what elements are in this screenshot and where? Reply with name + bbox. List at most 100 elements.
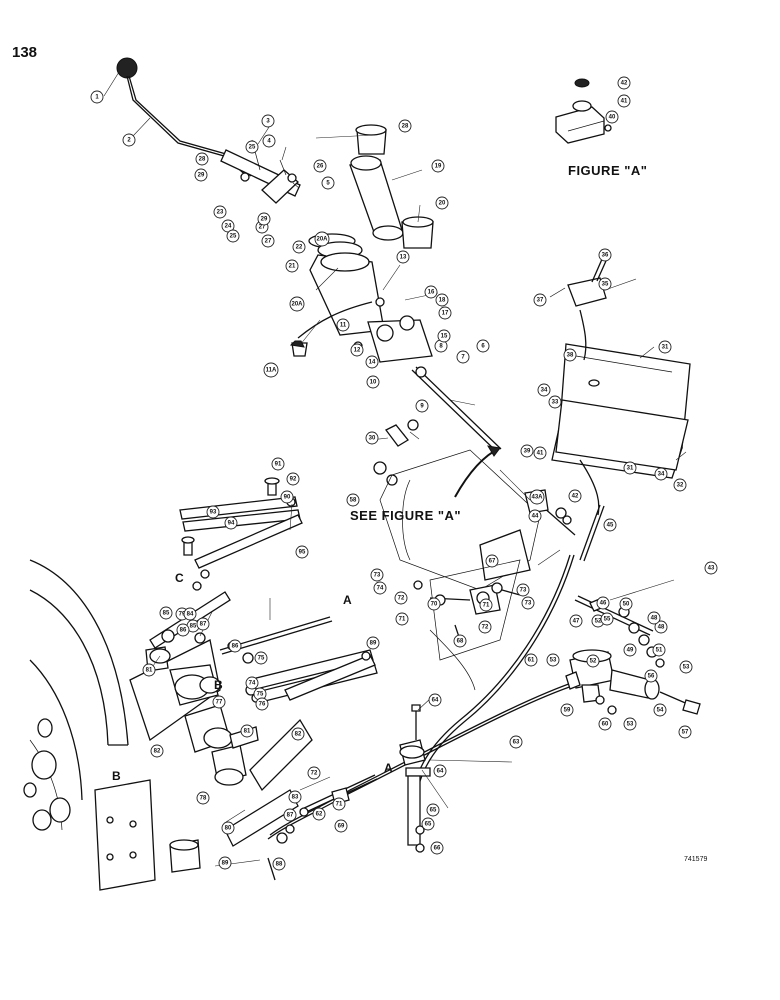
callout-number: 52	[590, 659, 597, 665]
callout-number: 38	[567, 353, 574, 359]
callout-number: 30	[369, 436, 376, 442]
callout-87: 87	[196, 617, 210, 631]
callout-95: 95	[295, 545, 309, 559]
callout-93: 93	[206, 505, 220, 519]
callout-number: 40	[609, 115, 616, 121]
ref-letter-a-lower: A	[384, 761, 393, 775]
callout-circle	[533, 293, 547, 307]
callout-73: 73	[521, 596, 535, 610]
callout-circle	[520, 444, 534, 458]
callout-number: 66	[434, 846, 441, 852]
callout-number: 35	[602, 282, 609, 288]
callout-number: 71	[483, 603, 490, 609]
callout-number: 42	[572, 494, 579, 500]
callout-33: 33	[548, 395, 562, 409]
callout-82: 82	[291, 727, 305, 741]
callout-number: 95	[299, 550, 306, 556]
callout-number: 34	[541, 388, 548, 394]
callout-35: 35	[598, 277, 612, 291]
callout-36: 36	[598, 248, 612, 262]
callout-circle	[619, 597, 633, 611]
callout-circle	[122, 133, 136, 147]
callout-29: 29	[194, 168, 208, 182]
callout-number: 33	[552, 400, 559, 406]
callout-circle	[213, 205, 227, 219]
callout-number: 15	[441, 334, 448, 340]
callout-11a: 11A	[263, 362, 279, 378]
callout-number: 65	[425, 822, 432, 828]
callout-number: 77	[216, 700, 223, 706]
callout-number: 6	[481, 344, 485, 350]
callout-58: 58	[346, 493, 360, 507]
callout-circle	[245, 676, 259, 690]
callout-number: 2	[127, 138, 131, 144]
callout-66: 66	[430, 841, 444, 855]
callout-number: 42	[621, 81, 628, 87]
callout-44: 44	[528, 509, 542, 523]
callout-circle	[271, 457, 285, 471]
callout-68: 68	[453, 634, 467, 648]
callout-circle	[430, 841, 444, 855]
callout-31: 31	[658, 340, 672, 354]
callout-circle	[569, 614, 583, 628]
callout-number: 9	[420, 404, 424, 410]
callout-number: 76	[259, 702, 266, 708]
callout-55: 55	[600, 612, 614, 626]
callout-number: 75	[258, 656, 265, 662]
callout-number: 86	[180, 628, 187, 634]
callout-number: 19	[435, 164, 442, 170]
callout-20a: 20A	[289, 296, 305, 312]
callout-73: 73	[516, 583, 530, 597]
callout-74: 74	[373, 581, 387, 595]
callout-circle	[321, 176, 335, 190]
callout-number: 20	[439, 201, 446, 207]
callout-circle	[433, 764, 447, 778]
callout-71: 71	[332, 797, 346, 811]
callout-circle	[396, 250, 410, 264]
callout-circle	[313, 159, 327, 173]
callout-circle	[370, 568, 384, 582]
callout-number: 72	[398, 596, 405, 602]
callout-78: 78	[196, 791, 210, 805]
callout-number: 90	[284, 495, 291, 501]
callout-20a: 20A	[314, 231, 330, 247]
callout-number: 5	[326, 181, 330, 187]
switch-assembly	[549, 249, 611, 361]
callout-circle	[673, 478, 687, 492]
cable-ends	[219, 616, 378, 817]
callout-number: 49	[627, 648, 634, 654]
callout-number: 72	[311, 771, 318, 777]
callout-number: 80	[225, 826, 232, 832]
callout-52: 52	[586, 654, 600, 668]
callout-45: 45	[603, 518, 617, 532]
callout-83: 83	[288, 790, 302, 804]
callout-number: 73	[520, 588, 527, 594]
callout-circle	[600, 612, 614, 626]
callout-circle	[586, 654, 600, 668]
callout-number: 13	[400, 255, 407, 261]
callout-number: 78	[200, 796, 207, 802]
callout-number: 64	[432, 698, 439, 704]
callout-circle	[350, 343, 364, 357]
callout-number: 56	[648, 674, 655, 680]
callout-circle	[704, 561, 718, 575]
callout-number: 48	[658, 625, 665, 631]
callout-number: 20A	[316, 237, 328, 243]
ref-letter-b-left: B	[112, 769, 121, 783]
callout-number: 57	[682, 730, 689, 736]
lever-housing	[289, 124, 434, 363]
callout-87: 87	[283, 808, 297, 822]
callout-circle	[537, 383, 551, 397]
callout-circle	[228, 639, 242, 653]
callout-circle	[224, 516, 238, 530]
callout-number: 82	[295, 732, 302, 738]
callout-number: 25	[249, 145, 256, 151]
callout-number: 31	[662, 345, 669, 351]
callout-29: 29	[257, 212, 271, 226]
callout-circle	[479, 598, 493, 612]
callout-53: 53	[546, 653, 560, 667]
callout-number: 28	[402, 124, 409, 130]
callout-92: 92	[286, 472, 300, 486]
callout-number: 91	[275, 462, 282, 468]
callout-65: 65	[426, 803, 440, 817]
